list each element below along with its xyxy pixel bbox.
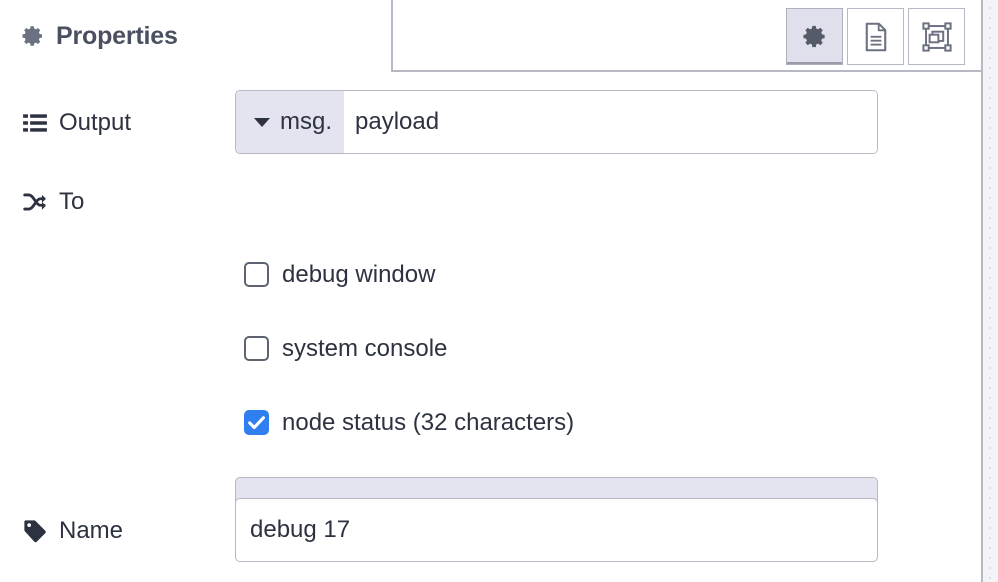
output-type-label: msg. [280, 108, 333, 135]
checkbox-debug-window-label: debug window [282, 260, 436, 288]
checkbox-node-status[interactable]: node status (32 characters) [244, 410, 574, 435]
check-icon [248, 416, 265, 430]
name-label-text: Name [59, 517, 124, 544]
properties-form: Output msg. payload To [0, 72, 981, 582]
row-output: Output msg. payload [0, 90, 981, 154]
flow-canvas-strip [983, 0, 998, 582]
output-label-text: Output [59, 109, 132, 136]
panel-header: Properties [0, 0, 981, 72]
panel-right-edge [981, 0, 983, 582]
appearance-icon [921, 21, 952, 52]
appearance-tab-button[interactable] [908, 8, 965, 65]
name-label: Name [22, 518, 123, 544]
shuffle-icon [23, 193, 46, 211]
output-typed-input[interactable]: msg. payload [235, 90, 878, 154]
tab-properties-label: Properties [56, 21, 178, 50]
output-property-input[interactable]: payload [344, 91, 877, 153]
checkbox-debug-window[interactable]: debug window [244, 262, 435, 287]
tag-icon [24, 520, 46, 543]
checkbox-node-status-label: node status (32 characters) [282, 408, 575, 436]
checkbox-system-console[interactable]: system console [244, 336, 447, 361]
chevron-down-icon [254, 117, 270, 127]
to-label-text: To [59, 188, 85, 215]
name-input[interactable]: debug 17 [235, 498, 878, 562]
output-label: Output [22, 110, 131, 136]
checkbox-node-status-box[interactable] [244, 410, 269, 435]
panel-tab-buttons [786, 8, 965, 65]
gear-icon [22, 26, 42, 46]
tab-bar-underline [392, 70, 981, 72]
properties-tab-button[interactable] [786, 8, 843, 65]
to-label: To [22, 189, 84, 215]
checkbox-system-console-box[interactable] [244, 336, 269, 361]
list-icon [23, 114, 47, 132]
checkbox-system-console-label: system console [282, 334, 448, 362]
description-tab-button[interactable] [847, 8, 904, 65]
document-icon [865, 22, 886, 51]
row-name: Name debug 17 [0, 498, 981, 562]
output-type-select[interactable]: msg. [236, 91, 344, 153]
tab-properties[interactable]: Properties [0, 0, 393, 72]
gear-icon [803, 25, 825, 48]
checkbox-debug-window-box[interactable] [244, 262, 269, 287]
